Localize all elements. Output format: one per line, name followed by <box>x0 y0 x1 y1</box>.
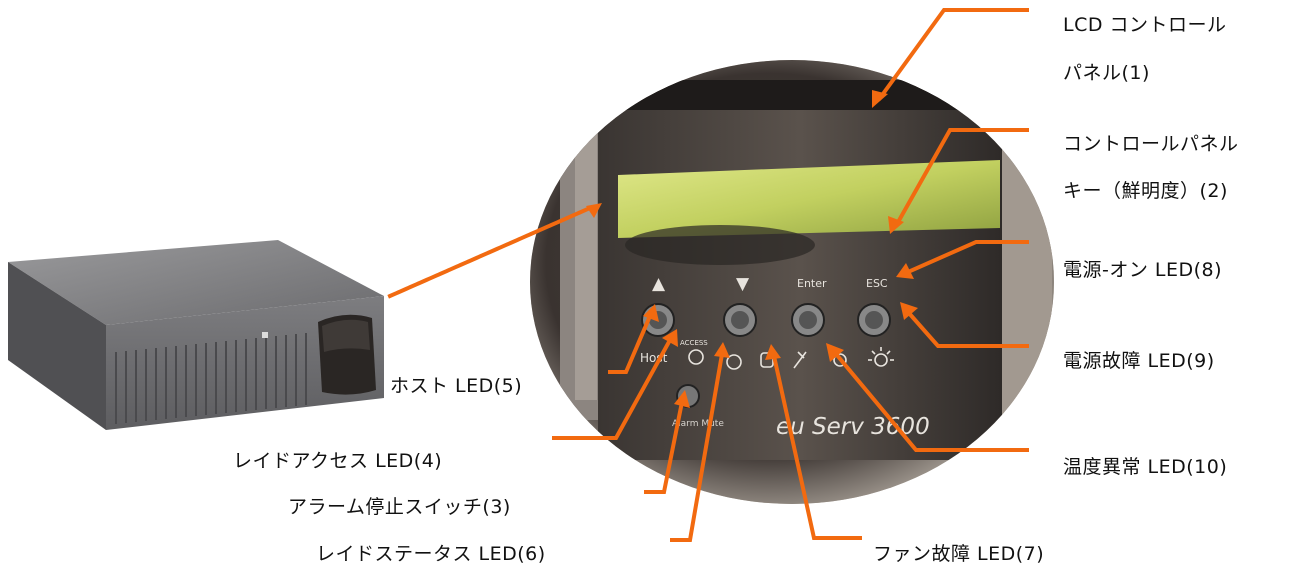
callout-arrowheads <box>586 90 918 408</box>
esc-button[interactable] <box>857 303 891 337</box>
enter-button[interactable] <box>791 303 825 337</box>
label-host: ホスト LED(5) <box>390 375 523 397</box>
raid-status-led-icon <box>726 354 742 370</box>
key-enter-text: Enter <box>797 277 827 290</box>
label-power-fault: 電源故障 LED(9) <box>1063 350 1215 372</box>
label-alarm-mute: アラーム停止スイッチ(3) <box>288 496 511 518</box>
callout-lcd <box>877 8 1029 101</box>
label-keys-line1: コントロールパネル <box>1063 133 1239 155</box>
callout-alarm-mute <box>644 399 685 494</box>
label-temp: 温度異常 LED(10) <box>1063 456 1228 478</box>
label-fan-fault: ファン故障 LED(7) <box>873 543 1045 565</box>
power-on-led-icon <box>868 347 894 367</box>
server-chassis <box>8 240 384 430</box>
callout-lines <box>387 8 1029 542</box>
callout-power-on <box>905 240 1029 275</box>
callout-fan-fault <box>771 353 862 540</box>
callout-keys <box>894 128 1029 227</box>
label-power-on: 電源-オン LED(8) <box>1063 259 1223 281</box>
key-esc-text: ESC <box>866 277 888 290</box>
callout-power-fault <box>905 309 1029 348</box>
callout-temp <box>833 351 1029 452</box>
down-button[interactable] <box>723 303 757 337</box>
callout-host <box>608 313 653 374</box>
label-lcd-line1: LCD コントロール <box>1063 14 1227 36</box>
callout-raid-status <box>670 351 725 542</box>
temp-led-icon <box>793 351 807 369</box>
label-lcd-line2: パネル(1) <box>1063 62 1150 84</box>
alarm-mute-text: Alarm Mute <box>672 419 724 429</box>
label-raid-access: レイドアクセス LED(4) <box>233 450 443 472</box>
label-keys-line2: キー（鮮明度）(2) <box>1063 180 1228 202</box>
magnified-panel: ▲ ▼ Enter ESC Host ACCESS <box>530 60 1054 504</box>
raid-access-led-icon <box>688 349 704 365</box>
access-led-text: ACCESS <box>680 339 708 347</box>
key-up-glyph: ▲ <box>652 274 666 294</box>
power-fault-led-icon <box>833 353 847 367</box>
zoom-callout-line <box>387 205 593 299</box>
key-down-glyph: ▼ <box>736 274 750 294</box>
callout-raid-access <box>552 337 673 440</box>
label-raid-status: レイドステータス LED(6) <box>316 543 546 565</box>
